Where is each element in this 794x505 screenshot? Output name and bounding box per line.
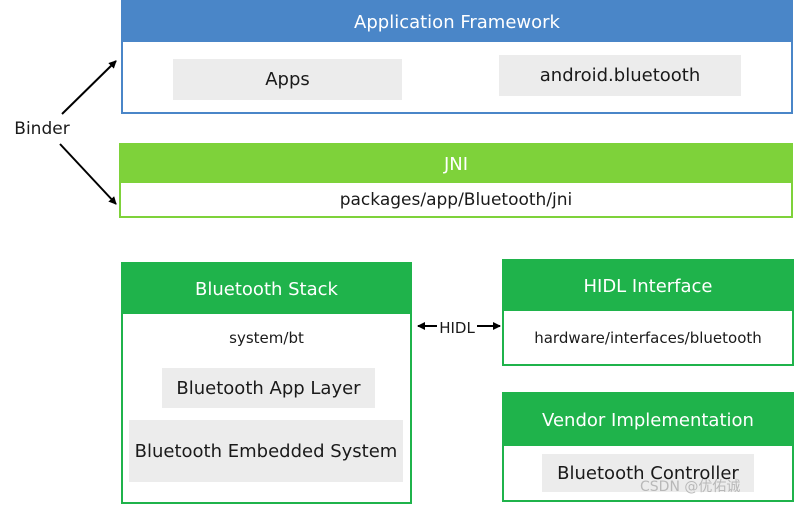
- android-bluetooth-box: android.bluetooth: [499, 55, 741, 96]
- application-framework-box: Application Framework Apps android.bluet…: [121, 0, 793, 114]
- binder-arrow-down: [59, 143, 117, 205]
- binder-arrow-up: [61, 60, 117, 115]
- jni-path: packages/app/Bluetooth/jni: [339, 189, 573, 210]
- hidl-interface-box: HIDL Interface hardware/interfaces/bluet…: [502, 259, 794, 366]
- binder-label: Binder: [14, 119, 70, 139]
- bluetooth-app-layer-box: Bluetooth App Layer: [162, 368, 375, 408]
- vendor-implementation-title: Vendor Implementation: [504, 394, 792, 446]
- apps-box: Apps: [173, 59, 402, 100]
- jni-title: JNI: [121, 145, 791, 183]
- bluetooth-stack-title: Bluetooth Stack: [123, 264, 410, 314]
- bluetooth-stack-path: system/bt: [229, 329, 304, 347]
- jni-box: JNI packages/app/Bluetooth/jni: [119, 143, 793, 218]
- bluetooth-controller-box: Bluetooth Controller: [542, 454, 754, 492]
- hidl-interface-title: HIDL Interface: [504, 261, 792, 311]
- bluetooth-stack-box: Bluetooth Stack system/bt Bluetooth App …: [121, 262, 412, 504]
- bluetooth-embedded-system-box: Bluetooth Embedded System: [129, 420, 403, 482]
- hidl-interface-path: hardware/interfaces/bluetooth: [534, 328, 762, 347]
- watermark: CSDN @优佑诚: [640, 479, 741, 495]
- hidl-link-label: HIDL: [437, 318, 477, 338]
- vendor-implementation-box: Vendor Implementation Bluetooth Controll…: [502, 392, 794, 502]
- application-framework-title: Application Framework: [123, 2, 791, 42]
